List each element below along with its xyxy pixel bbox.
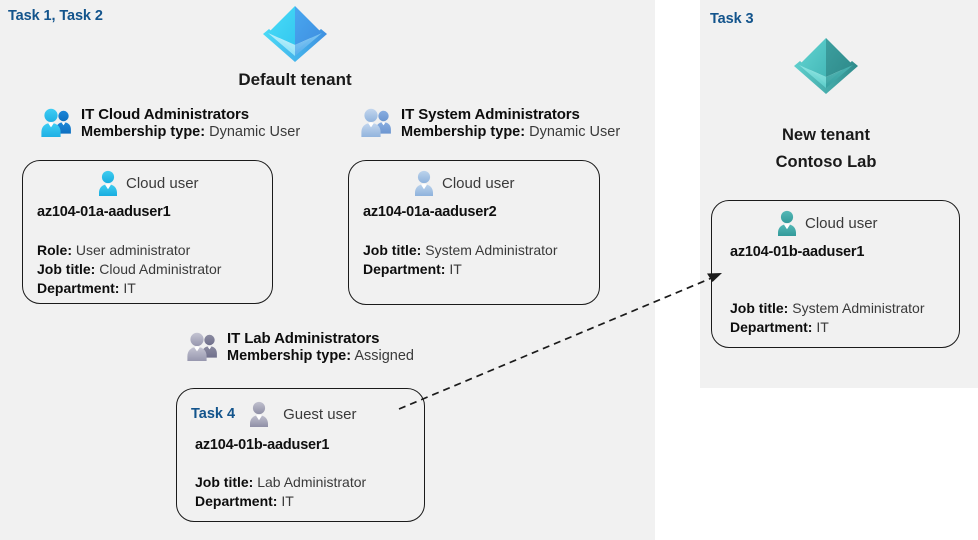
attr-key: Job title:	[37, 261, 96, 277]
card-header: Cloud user	[774, 209, 878, 237]
attr-value: IT	[449, 261, 462, 277]
card-header: Task 4 Guest user	[191, 400, 356, 428]
attr-value: User administrator	[75, 242, 191, 258]
attr-key: Department:	[730, 319, 813, 335]
attr-key: Job title:	[730, 300, 789, 316]
task-label-inline: Task 4	[191, 406, 236, 422]
card-username: az104-01a-aaduser1	[37, 204, 171, 220]
default-tenant-icon	[259, 2, 331, 64]
task-label-left: Task 1, Task 2	[8, 8, 103, 24]
group-users-icon	[184, 330, 220, 364]
attr-row: Department: IT	[363, 260, 558, 279]
membership-type-value: Dynamic User	[529, 124, 621, 140]
attr-row: Job title: Cloud Administrator	[37, 260, 221, 279]
cloud-user-icon	[95, 169, 121, 197]
group-it-lab-administrators: IT Lab Administrators Membership type: A…	[184, 330, 414, 364]
user-card-az104-01a-aaduser2[interactable]: Cloud user az104-01a-aaduser2 Job title:…	[348, 160, 600, 305]
group-it-system-administrators: IT System Administrators Membership type…	[358, 106, 620, 140]
task-label-right: Task 3	[710, 11, 754, 27]
attr-value: IT	[816, 319, 829, 335]
attr-row: Department: IT	[195, 492, 366, 511]
group-membership: Membership type: Dynamic User	[81, 124, 300, 140]
membership-type-value: Assigned	[354, 348, 414, 364]
user-type-label: Cloud user	[126, 174, 199, 192]
user-type-label: Cloud user	[805, 214, 878, 232]
group-membership: Membership type: Dynamic User	[401, 124, 620, 140]
attr-value: IT	[281, 493, 294, 509]
group-name: IT Lab Administrators	[227, 330, 380, 347]
attr-value: Cloud Administrator	[99, 261, 222, 277]
attr-key: Role:	[37, 242, 72, 258]
card-username: az104-01b-aaduser1	[195, 437, 330, 453]
new-tenant-title-line2: Contoso Lab	[775, 153, 877, 171]
membership-type-label: Membership type:	[227, 348, 352, 364]
card-attributes: Role: User administrator Job title: Clou…	[37, 241, 221, 298]
group-users-icon	[38, 106, 74, 140]
attr-value: IT	[123, 280, 136, 296]
group-name: IT Cloud Administrators	[81, 106, 249, 123]
attr-row: Department: IT	[37, 279, 221, 298]
attr-key: Department:	[363, 261, 446, 277]
group-it-cloud-administrators: IT Cloud Administrators Membership type:…	[38, 106, 300, 140]
attr-key: Job title:	[363, 242, 422, 258]
user-card-az104-01a-aaduser1[interactable]: Cloud user az104-01a-aaduser1 Role: User…	[22, 160, 273, 304]
card-header: Cloud user	[95, 169, 199, 197]
guest-user-icon	[246, 400, 272, 428]
attr-key: Department:	[37, 280, 120, 296]
card-header: Cloud user	[411, 169, 515, 197]
user-type-label: Cloud user	[442, 174, 515, 192]
attr-value: System Administrator	[425, 242, 558, 258]
card-attributes: Job title: System Administrator Departme…	[730, 299, 925, 337]
membership-type-value: Dynamic User	[209, 124, 301, 140]
group-membership: Membership type: Assigned	[227, 348, 414, 364]
user-type-label: Guest user	[283, 405, 357, 423]
membership-type-label: Membership type:	[401, 124, 526, 140]
attr-value: Lab Administrator	[257, 474, 367, 490]
cloud-user-icon	[774, 209, 800, 237]
card-attributes: Job title: System Administrator Departme…	[363, 241, 558, 279]
card-attributes: Job title: Lab Administrator Department:…	[195, 473, 366, 511]
membership-type-label: Membership type:	[81, 124, 206, 140]
user-card-az104-01b-aaduser1-guest[interactable]: Task 4 Guest user az104-01b-aaduser1 Job…	[176, 388, 425, 522]
card-username: az104-01a-aaduser2	[363, 204, 497, 220]
group-users-icon	[358, 106, 394, 140]
attr-key: Department:	[195, 493, 278, 509]
attr-row: Department: IT	[730, 318, 925, 337]
attr-row: Job title: System Administrator	[730, 299, 925, 318]
default-tenant-title: Default tenant	[238, 70, 352, 89]
attr-key: Job title:	[195, 474, 254, 490]
attr-row: Role: User administrator	[37, 241, 221, 260]
new-tenant-icon	[790, 34, 862, 96]
cloud-user-icon	[411, 169, 437, 197]
new-tenant-title-line1: New tenant	[781, 126, 870, 144]
attr-row: Job title: System Administrator	[363, 241, 558, 260]
group-name: IT System Administrators	[401, 106, 580, 123]
user-card-az104-01b-aaduser1-cloud[interactable]: Cloud user az104-01b-aaduser1 Job title:…	[711, 200, 960, 348]
attr-value: System Administrator	[792, 300, 925, 316]
card-username: az104-01b-aaduser1	[730, 244, 865, 260]
attr-row: Job title: Lab Administrator	[195, 473, 366, 492]
